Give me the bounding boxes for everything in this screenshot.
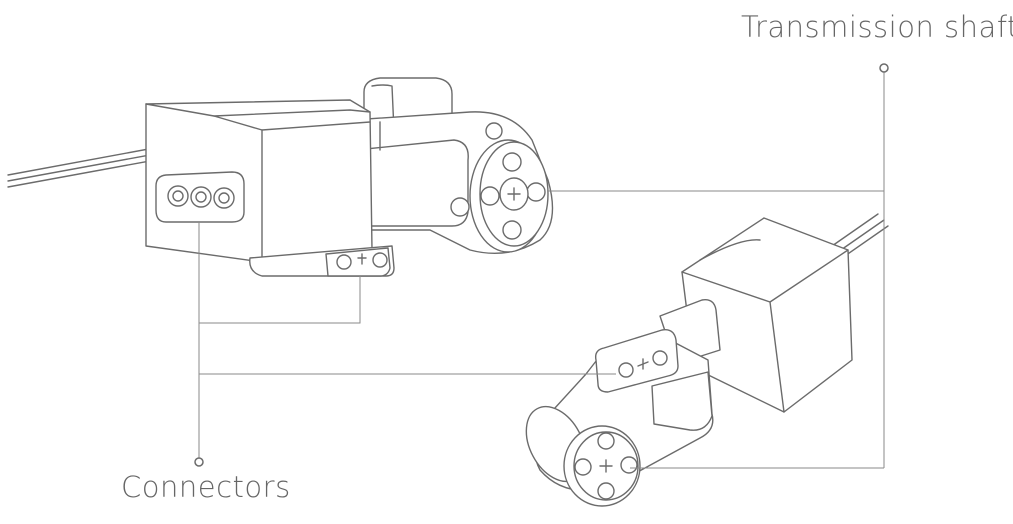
- connectors-leader-dot: [194, 457, 204, 467]
- motor-2-cable: [831, 213, 889, 259]
- connectors-leader-to-bottom: [199, 276, 361, 324]
- motor-1-bottom-connector: [249, 245, 395, 277]
- motor-2-top-connector: [594, 329, 679, 393]
- motor-2-output-disc: [525, 405, 641, 507]
- motor-angled-view: [525, 213, 889, 507]
- motor-side-view: [7, 77, 554, 277]
- motor-1-output-disc: [469, 139, 549, 253]
- leader-lines: [194, 63, 889, 469]
- motor-2-main-housing: [681, 217, 853, 413]
- connectors-label: Connectors: [121, 470, 291, 504]
- transmission-shaft-label: Transmission shaft: [741, 10, 1013, 44]
- shaft-leader-dot: [879, 63, 889, 73]
- motor-1-front-connectors: [155, 171, 245, 223]
